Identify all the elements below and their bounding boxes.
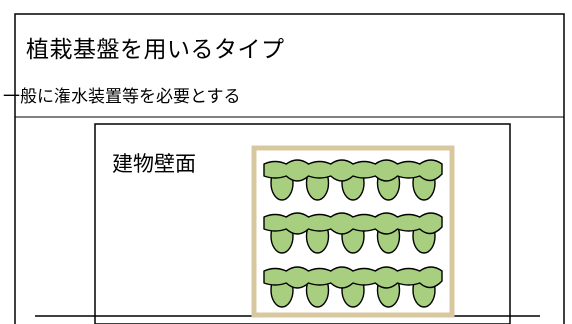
- foliage-band: [263, 212, 443, 235]
- planting-foliage: [263, 159, 443, 308]
- foliage-band: [263, 266, 443, 289]
- page-subtitle: 一般に潅水装置等を必要とする: [3, 87, 241, 107]
- foliage-band: [263, 159, 443, 182]
- page-title: 植栽基盤を用いるタイプ: [26, 37, 285, 63]
- planting-base-frame: [251, 145, 455, 318]
- outer-frame: [14, 13, 565, 324]
- wall-label: 建物壁面: [112, 152, 196, 176]
